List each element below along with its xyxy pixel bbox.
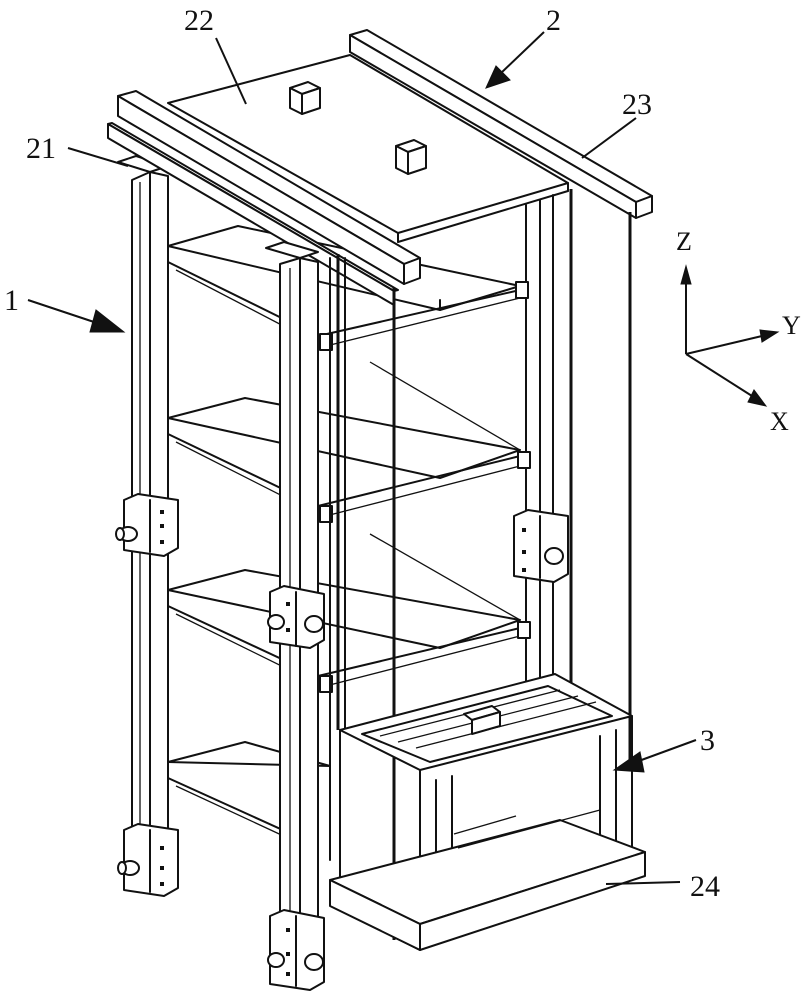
callout-22-label: 22 [184, 4, 214, 37]
guide-rods [329, 254, 396, 940]
axis-indicator: Z Y X [676, 227, 801, 436]
callout-21-label: 21 [26, 132, 56, 165]
callout-22: 22 [184, 4, 247, 105]
callout-2-label: 2 [546, 4, 561, 37]
callout-1: 1 [4, 284, 126, 333]
bracket-left-upper [115, 493, 179, 557]
right-back-columns [525, 189, 632, 760]
axis-x-label: X [770, 407, 789, 436]
shelf-2 [167, 361, 531, 523]
bracket-front-lower [267, 909, 325, 991]
shelf-3 [167, 533, 531, 693]
callout-23: 23 [581, 88, 652, 159]
callout-24: 24 [605, 870, 720, 903]
top-block-right [395, 139, 427, 175]
top-block-left [289, 81, 321, 115]
bracket-front-upper [267, 585, 325, 649]
axis-z-label: Z [676, 227, 692, 256]
left-rail [107, 90, 421, 306]
callout-23-label: 23 [622, 88, 652, 121]
callout-3-label: 3 [700, 724, 715, 757]
base-plate [329, 809, 646, 951]
callout-1-label: 1 [4, 284, 19, 317]
callout-2: 2 [485, 4, 561, 89]
axis-y-label: Y [782, 311, 801, 340]
bracket-left-lower [117, 823, 179, 897]
callout-3: 3 [612, 724, 715, 773]
bracket-right [513, 509, 569, 583]
callout-21: 21 [26, 132, 129, 167]
right-rail [349, 29, 653, 219]
callout-24-label: 24 [690, 870, 720, 903]
